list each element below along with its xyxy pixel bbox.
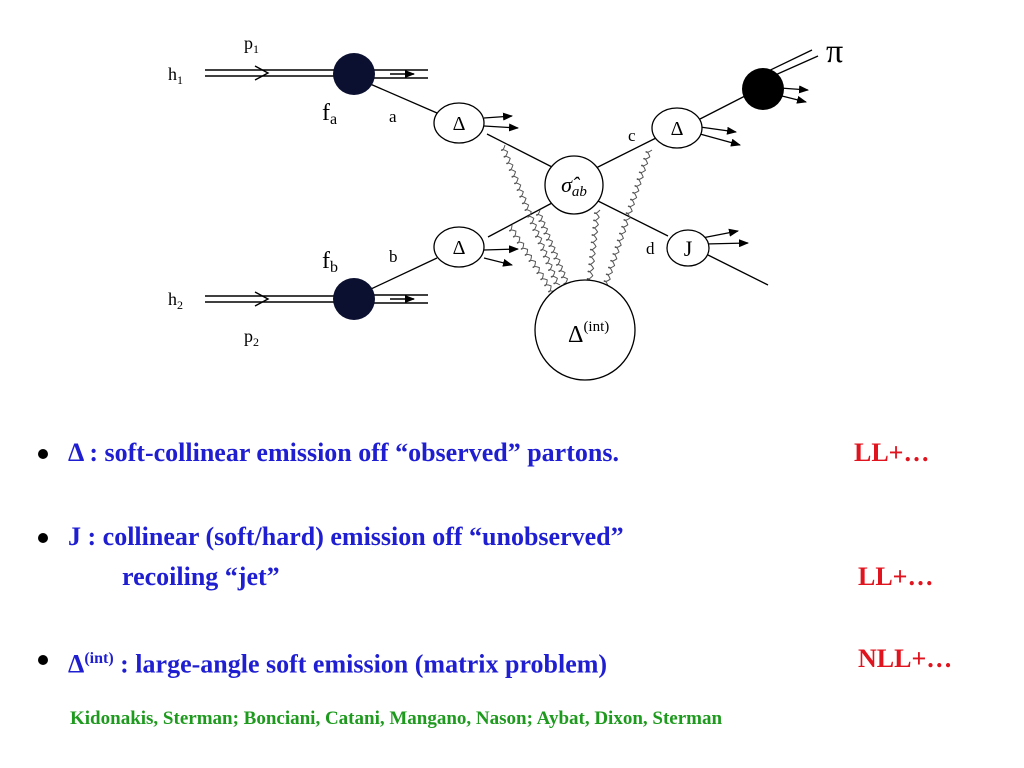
pdf-blob-a [333,53,375,95]
label-h1: h1 [168,64,183,87]
label-fa: fa [322,100,337,128]
bullet-text: Δ(int) : large-angle soft emission (matr… [68,649,608,679]
bullet-soft-collinear: Δ : soft-collinear emission off “observe… [38,436,998,476]
label-h2: h2 [168,289,183,312]
label-d: d [646,239,655,258]
label-delta-c: Δ [671,118,684,140]
bullet-dot [38,449,48,459]
pdf-blob-b [333,278,375,320]
label-p1: p1 [244,33,259,56]
label-a: a [389,107,397,126]
label-c: c [628,126,636,145]
log-order-label: LL+… [858,562,934,591]
references: Kidonakis, Sterman; Bonciani, Catani, Ma… [70,708,723,729]
label-delta-a: Δ [453,113,466,135]
delta-blob-a [433,102,485,144]
label-delta-b: Δ [453,237,466,259]
label-fb: fb [322,248,338,276]
bullet-text-continued: recoiling “jet” [122,562,280,591]
label-jet: J [684,236,693,261]
jet-blob [666,229,710,267]
feynman-diagram: h1 p1 h2 p2 fa fb a b c d π Δ Δ Δ J σ̂ab… [168,33,843,381]
log-order-label: LL+… [854,438,930,467]
label-delta-int: Δ(int) [568,319,609,348]
hadron-1-line [205,65,428,81]
delta-blob-b [433,226,485,268]
bullet-large-angle: Δ(int) : large-angle soft emission (matr… [38,642,998,682]
hard-scattering-blob [544,155,604,215]
label-pi: π [826,33,843,70]
label-b: b [389,247,398,266]
bullet-jet: J : collinear (soft/hard) emission off “… [38,520,998,600]
hadron-2-line [205,291,428,307]
label-p2: p2 [244,326,259,349]
log-order-label: NLL+… [858,644,953,673]
bullet-text: Δ : soft-collinear emission off “observe… [68,438,619,467]
delta-blob-c [651,107,703,149]
bullet-text: J : collinear (soft/hard) emission off “… [68,522,624,551]
soft-matrix-blob [534,279,636,381]
bullet-dot [38,655,48,665]
bullet-dot [38,533,48,543]
gluon-lines [500,144,653,293]
fragmentation-blob [742,68,784,110]
